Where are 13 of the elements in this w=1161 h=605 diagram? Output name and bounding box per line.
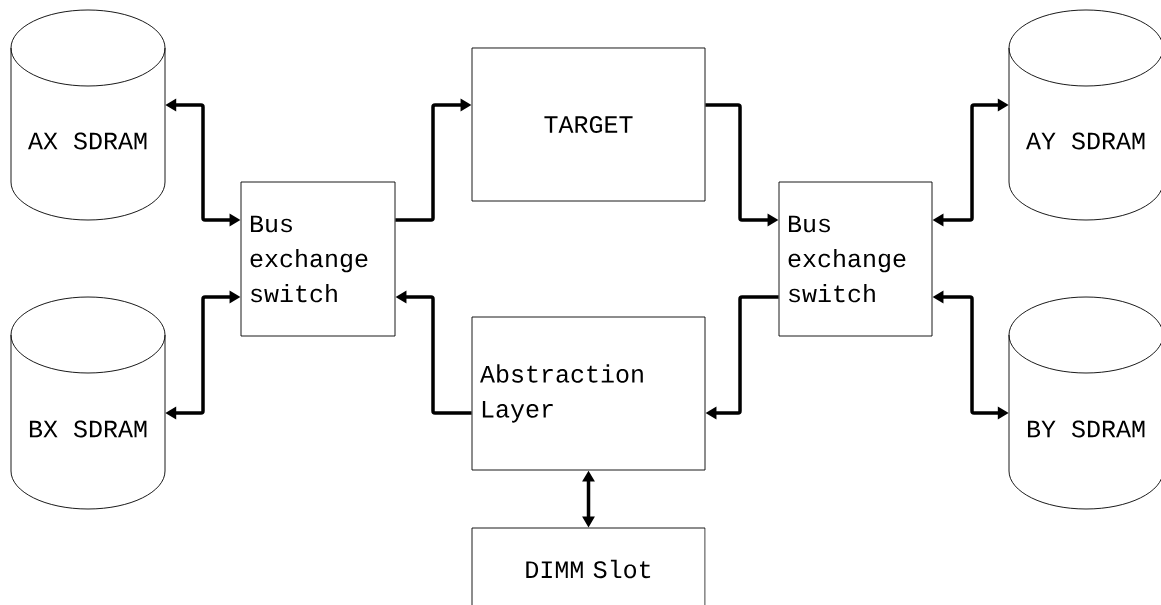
process-box: TARGET xyxy=(471,47,706,202)
process-box: Abstraction Layer xyxy=(471,316,706,471)
node-label: AY SDRAM xyxy=(1026,132,1145,150)
slot-box: DIMM Slot xyxy=(471,527,706,605)
storage-cylinder: AX SDRAM xyxy=(10,9,166,221)
storage-cylinder: BY SDRAM xyxy=(1008,296,1161,510)
storage-cylinder: AY SDRAM xyxy=(1008,9,1161,221)
node-label: BX SDRAM xyxy=(29,420,147,438)
process-box: Bus exchange switch xyxy=(778,181,933,337)
node-label: BY SDRAM xyxy=(1027,420,1145,438)
process-box: Bus exchange switch xyxy=(240,181,396,337)
node-label: AX SDRAM xyxy=(27,132,147,150)
storage-cylinder: BX SDRAM xyxy=(10,296,166,510)
